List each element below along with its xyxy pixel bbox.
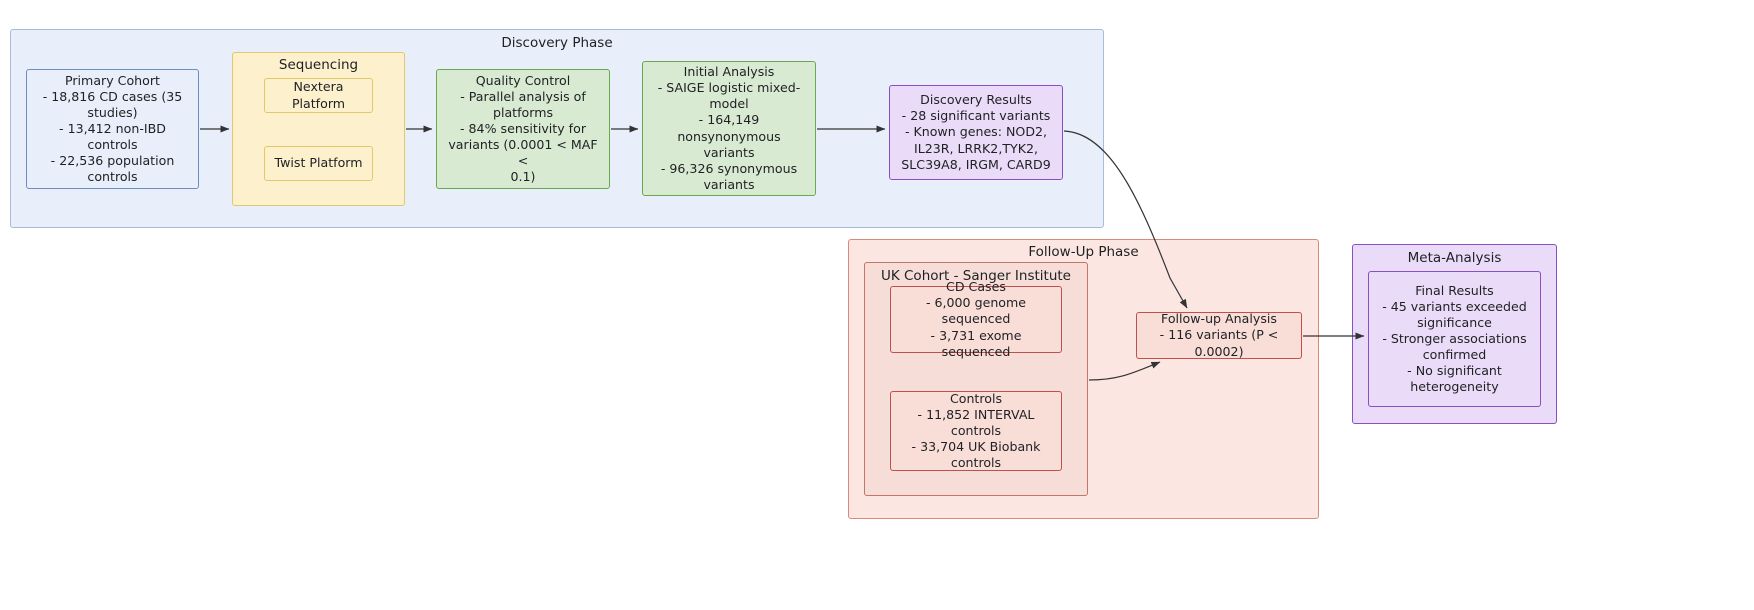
node-cd-cases[interactable]: CD Cases - 6,000 genome sequenced - 3,73…: [890, 279, 1062, 359]
node-final-results[interactable]: Final Results - 45 variants exceeded sig…: [1368, 271, 1541, 407]
node-line: - 22,536 population: [50, 153, 175, 169]
node-line: - 11,852 INTERVAL controls: [917, 406, 1035, 438]
node-line: - 28 significant variants: [901, 108, 1051, 124]
node-line: - 45 variants exceeded: [1382, 298, 1527, 314]
node-line: platforms: [492, 104, 554, 120]
node-title: CD Cases: [946, 279, 1006, 295]
node-line: significance: [1417, 314, 1492, 330]
node-line: controls: [950, 455, 1002, 471]
node-title: Initial Analysis: [683, 64, 775, 80]
subgraph-title-uk-cohort: UK Cohort - Sanger Institute: [880, 268, 1071, 284]
node-line: controls: [87, 169, 138, 185]
node-line: - 13,412 non-IBD controls: [59, 120, 166, 153]
node-line: IL23R, LRRK2,TYK2,: [914, 140, 1038, 156]
node-followup-analysis[interactable]: Follow-up Analysis - 116 variants (P < 0…: [1136, 311, 1302, 359]
node-title: Nextera Platform: [291, 79, 346, 111]
node-line: studies): [87, 104, 138, 120]
node-line: - 18,816 CD cases (35: [42, 88, 183, 104]
node-title: Controls: [949, 390, 1003, 406]
subgraph-title-followup-phase: Follow-Up Phase: [1028, 244, 1139, 260]
node-line: - 116 variants (P < 0.0002): [1159, 327, 1279, 359]
node-line: - Stronger associations: [1382, 330, 1527, 346]
node-line: - 84% sensitivity for: [460, 120, 586, 136]
node-line: - Parallel analysis of: [460, 88, 586, 104]
subgraph-sequencing: Sequencing: [232, 52, 405, 206]
node-line: 0.1): [510, 169, 536, 185]
subgraph-title-discovery-phase: Discovery Phase: [501, 35, 613, 51]
node-line: - 33,704 UK Biobank: [911, 439, 1041, 455]
subgraph-title-meta-analysis: Meta-Analysis: [1407, 250, 1502, 266]
subgraph-title-sequencing: Sequencing: [278, 57, 359, 73]
node-line: SLC39A8, IRGM, CARD9: [901, 156, 1051, 172]
node-line: - 96,326 synonymous: [660, 160, 798, 176]
node-line: - 3,731 exome sequenced: [930, 327, 1022, 359]
node-line: - No significant: [1407, 363, 1502, 379]
node-line: variants: [703, 176, 755, 192]
node-line: - SAIGE logistic mixed-: [657, 80, 801, 96]
node-title: Follow-up Analysis: [1161, 311, 1277, 327]
node-line: variants (0.0001 < MAF <: [448, 137, 598, 169]
node-primary-cohort[interactable]: Primary Cohort - 18,816 CD cases (35 stu…: [26, 69, 199, 189]
node-line: confirmed: [1422, 347, 1487, 363]
node-quality-control[interactable]: Quality Control - Parallel analysis of p…: [436, 69, 610, 189]
node-twist-platform[interactable]: Twist Platform: [264, 146, 373, 181]
node-title: Primary Cohort: [65, 72, 160, 88]
node-line: - 6,000 genome sequenced: [925, 295, 1027, 327]
node-discovery-results[interactable]: Discovery Results - 28 significant varia…: [889, 85, 1063, 180]
node-line: variants: [703, 144, 755, 160]
node-title: Quality Control: [475, 72, 571, 88]
node-controls[interactable]: Controls - 11,852 INTERVAL controls - 33…: [890, 391, 1062, 471]
node-nextera-platform[interactable]: Nextera Platform: [264, 78, 373, 113]
node-line: - Known genes: NOD2,: [904, 124, 1048, 140]
node-title: Discovery Results: [920, 92, 1032, 108]
node-line: - 164,149 nonsynonymous: [677, 112, 781, 144]
node-initial-analysis[interactable]: Initial Analysis - SAIGE logistic mixed-…: [642, 61, 816, 196]
node-title: Twist Platform: [274, 155, 363, 171]
node-line: heterogeneity: [1410, 379, 1499, 395]
node-line: model: [709, 96, 749, 112]
node-title: Final Results: [1415, 282, 1494, 298]
